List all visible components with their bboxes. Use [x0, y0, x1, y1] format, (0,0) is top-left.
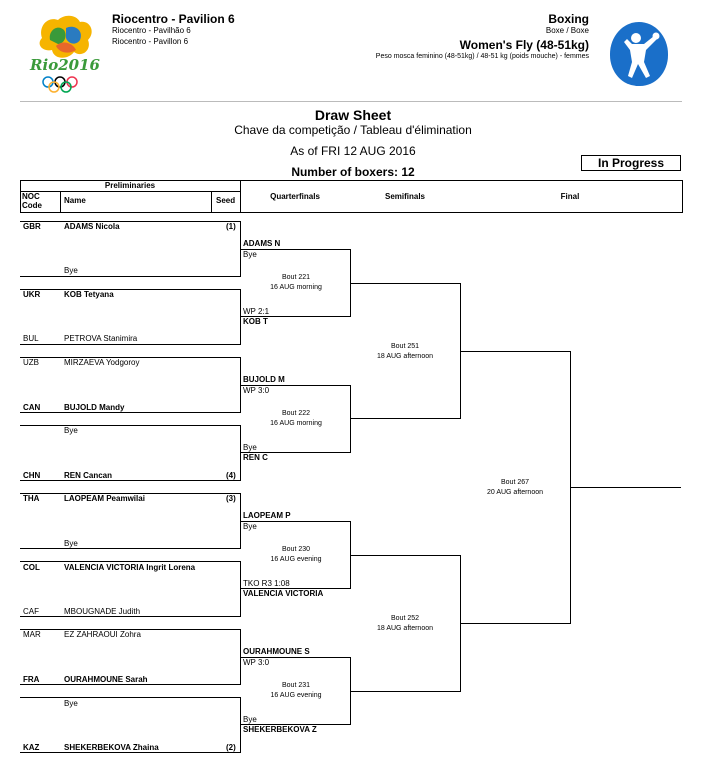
winner-name: REN C: [243, 453, 268, 462]
bout-number: Bout 231: [281, 682, 311, 689]
result-text: Bye: [243, 522, 257, 531]
noc-code: MAR: [23, 630, 41, 639]
sport-name-alt: Boxe / Boxe: [545, 26, 589, 35]
header-separator: [60, 191, 61, 212]
venue-name-fr: Riocentro - Pavillon 6: [112, 37, 189, 46]
winner-name: ADAMS N: [243, 239, 281, 248]
boxer-name: BUJOLD Mandy: [64, 403, 125, 412]
noc-code: CHN: [23, 471, 41, 480]
winner-name: OURAHMOUNE S: [243, 647, 310, 656]
boxer-name: KOB Tetyana: [64, 290, 114, 299]
header-divider: [20, 101, 682, 102]
bout-number: Bout 267: [500, 479, 530, 486]
bout-time: 18 AUG afternoon: [376, 625, 434, 632]
boxer-name: VALENCIA VICTORIA Ingrit Lorena: [64, 563, 196, 572]
winner-name: VALENCIA VICTORIA: [243, 589, 324, 598]
noc-code: COL: [23, 563, 40, 572]
col-quarterfinals: Quarterfinals: [270, 192, 320, 201]
event-name-alt: Peso mosca feminino (48-51kg) / 48-51 kg…: [375, 53, 589, 60]
winner-name: SHEKERBEKOVA Z: [243, 725, 317, 734]
boxer-name: MIRZAEVA Yodgoroy: [64, 358, 140, 367]
winner-name: LAOPEAM P: [243, 511, 291, 520]
header-separator: [240, 180, 241, 212]
logo-text: Rio2016: [30, 56, 100, 74]
bout-number: Bout 251: [390, 343, 420, 350]
boxer-name: EZ ZAHRAOUI Zohra: [64, 630, 141, 639]
result-text: Bye: [243, 443, 257, 452]
noc-code: KAZ: [23, 743, 40, 752]
result-text: WP 3:0: [243, 386, 270, 395]
bout-time: 16 AUG morning: [270, 284, 322, 291]
bout-time: 16 AUG evening: [270, 556, 322, 563]
header-separator: [211, 191, 212, 212]
boxer-name: Bye: [64, 426, 78, 435]
noc-code: GBR: [23, 222, 41, 231]
boxer-name: Bye: [64, 539, 78, 548]
olympic-rings-icon: [42, 76, 78, 93]
bout-time: 18 AUG afternoon: [376, 353, 434, 360]
bout-time: 16 AUG evening: [270, 692, 322, 699]
seed: (2): [226, 743, 236, 752]
result-text: Bye: [243, 250, 257, 259]
winner-name: BUJOLD M: [243, 375, 285, 384]
seed: (4): [226, 471, 236, 480]
rio-emblem-icon: [39, 15, 92, 58]
page-subtitle: Chave da competição / Tableau d'éliminat…: [234, 123, 472, 137]
result-text: TKO R3 1:08: [243, 579, 290, 588]
boxer-name: PETROVA Stanimira: [64, 334, 138, 343]
col-seed: Seed: [216, 196, 236, 205]
venue-name: Riocentro - Pavilion 6: [112, 12, 235, 26]
col-final: Final: [560, 192, 580, 201]
venue-name-pt: Riocentro - Pavilhão 6: [112, 26, 191, 35]
boxer-name: Bye: [64, 699, 78, 708]
bout-time: 16 AUG morning: [270, 420, 322, 427]
bout-time: 20 AUG afternoon: [486, 489, 544, 496]
as-of-date: As of FRI 12 AUG 2016: [290, 144, 416, 158]
status-badge: In Progress: [581, 155, 681, 171]
boxer-name: SHEKERBEKOVA Zhaina: [64, 743, 159, 752]
page-title: Draw Sheet: [314, 107, 392, 123]
boxer-name: OURAHMOUNE Sarah: [64, 675, 148, 684]
event-name: Women's Fly (48-51kg): [459, 38, 589, 52]
result-text: WP 3:0: [243, 658, 270, 667]
result-text: WP 2:1: [243, 307, 270, 316]
seed: (3): [226, 494, 236, 503]
noc-code: FRA: [23, 675, 40, 684]
boxer-name: ADAMS Nicola: [64, 222, 120, 231]
boxer-name: LAOPEAM Peamwilai: [64, 494, 145, 503]
col-noc-code: NOC Code: [22, 192, 42, 210]
header-separator: [20, 191, 240, 192]
col-preliminaries: Preliminaries: [104, 181, 156, 190]
result-text: Bye: [243, 715, 257, 724]
boxer-name: MBOUGNADE Judith: [64, 607, 141, 616]
winner-name: KOB T: [243, 317, 268, 326]
number-of-boxers: Number of boxers: 12: [291, 165, 415, 179]
seed: (1): [226, 222, 236, 231]
noc-code: THA: [23, 494, 40, 503]
noc-code: CAN: [23, 403, 41, 412]
rio2016-logo: Rio2016: [30, 10, 100, 95]
bout-number: Bout 221: [281, 274, 311, 281]
noc-code: UKR: [23, 290, 41, 299]
column-header-box: [20, 180, 683, 213]
bout-number: Bout 252: [390, 615, 420, 622]
noc-code: UZB: [23, 358, 39, 367]
bout-number: Bout 230: [281, 546, 311, 553]
boxer-name: Bye: [64, 266, 78, 275]
sport-name: Boxing: [548, 12, 589, 26]
col-name: Name: [64, 196, 86, 205]
bout-number: Bout 222: [281, 410, 311, 417]
noc-code: CAF: [23, 607, 39, 616]
boxer-name: REN Cancan: [64, 471, 113, 480]
boxing-pictogram-icon: [610, 22, 668, 86]
noc-code: BUL: [23, 334, 39, 343]
col-semifinals: Semifinals: [384, 192, 425, 201]
